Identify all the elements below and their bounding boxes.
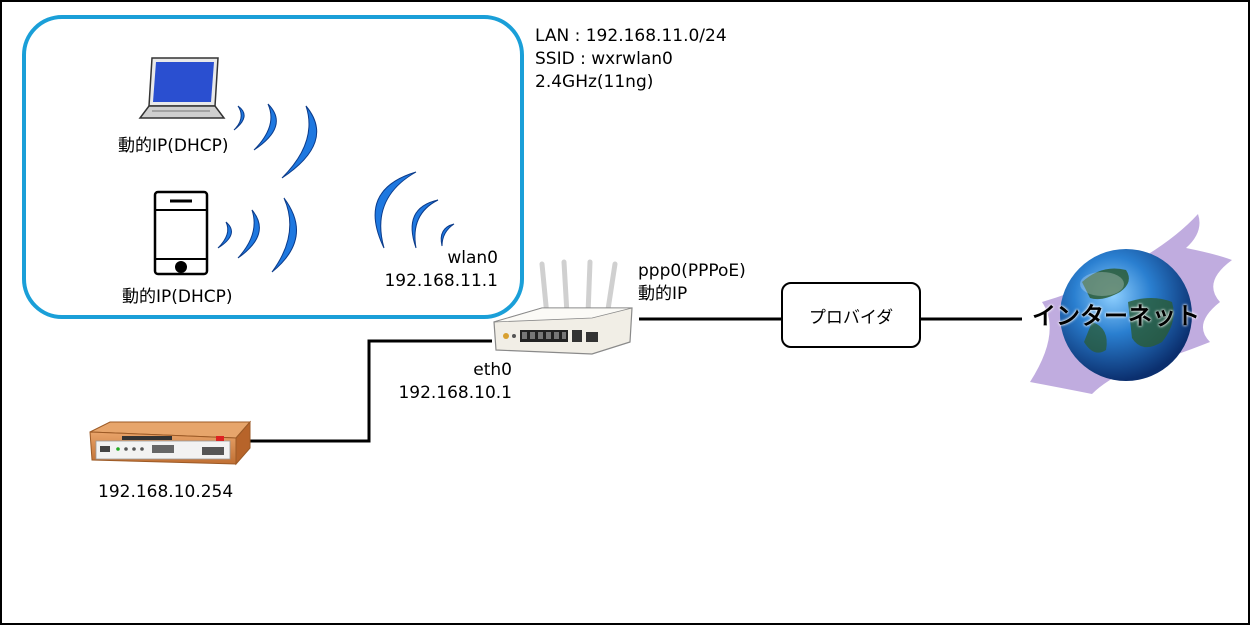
laptop-ip-label: 動的IP(DHCP) xyxy=(118,136,229,156)
rack-router-icon xyxy=(89,420,252,466)
wlan-ip-label: 192.168.11.1 xyxy=(384,271,498,291)
internet-label: インターネット xyxy=(1032,302,1200,330)
wifi-band-label: 2.4GHz(11ng) xyxy=(535,72,654,92)
eth-interface-label: eth0 xyxy=(473,360,512,380)
lan-subnet-label: LAN : 192.168.11.0/24 xyxy=(535,26,727,46)
smartphone-ip-label: 動的IP(DHCP) xyxy=(122,287,233,307)
ppp-ip-label: 動的IP xyxy=(638,284,688,304)
laptop-signal-icon xyxy=(233,103,318,179)
router-icon xyxy=(493,259,633,355)
wlan-group-frame xyxy=(22,15,524,319)
rack-router-ip-label: 192.168.10.254 xyxy=(98,482,234,502)
laptop-icon xyxy=(138,57,226,119)
ppp-interface-label: ppp0(PPPoE) xyxy=(638,261,746,281)
provider-label: プロバイダ xyxy=(808,307,894,328)
access-point-signal-icon xyxy=(374,171,455,249)
smartphone-signal-icon xyxy=(217,197,297,273)
provider-box: プロバイダ xyxy=(781,282,921,348)
eth-ip-label: 192.168.10.1 xyxy=(398,383,512,403)
globe-icon xyxy=(1030,214,1232,394)
smartphone-icon xyxy=(153,190,209,276)
ssid-label: SSID : wxrwlan0 xyxy=(535,49,673,69)
eth-link-line xyxy=(249,339,492,443)
wlan-interface-label: wlan0 xyxy=(447,248,498,268)
